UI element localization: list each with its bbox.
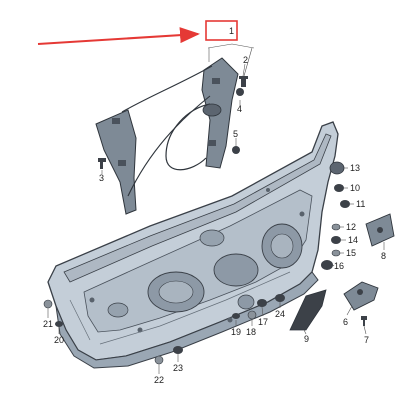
callout-18: 18 [246, 327, 256, 337]
highlight-box [205, 20, 238, 41]
module-8 [365, 213, 395, 247]
callout-4: 4 [237, 104, 242, 114]
callout-15: 15 [346, 248, 356, 258]
callout-labels: 1 2 3 4 5 6 7 8 9 10 11 12 13 14 15 16 1… [43, 26, 386, 385]
clip-22 [154, 355, 164, 365]
plug-19 [232, 313, 240, 319]
callout-24: 24 [275, 309, 285, 319]
clip-24 [275, 294, 285, 302]
callout-16: 16 [334, 261, 344, 271]
grommet-13 [329, 161, 345, 175]
bolt-2 [239, 76, 248, 87]
callout-19: 19 [231, 327, 241, 337]
callout-9: 9 [304, 334, 309, 344]
clip-12 [331, 223, 341, 231]
callout-7: 7 [364, 335, 369, 345]
callout-3: 3 [99, 173, 104, 183]
screw-7 [361, 316, 367, 326]
callout-23: 23 [173, 363, 183, 373]
callout-6: 6 [343, 317, 348, 327]
clip-4 [236, 88, 244, 96]
callout-22: 22 [154, 375, 164, 385]
screw-5 [232, 146, 240, 154]
clip-18 [247, 310, 257, 320]
callout-17: 17 [258, 317, 268, 327]
leader-lines [47, 63, 385, 374]
grommet-11 [340, 200, 350, 208]
callout-20: 20 [54, 335, 64, 345]
pointer-arrow [37, 27, 200, 45]
door-inner-panel [47, 121, 339, 369]
callout-8: 8 [381, 251, 386, 261]
clip-21 [43, 299, 53, 309]
grommet-16 [321, 260, 333, 270]
callout-2: 2 [243, 55, 248, 65]
screw-3 [98, 158, 106, 169]
callout-5: 5 [233, 129, 238, 139]
grommet-17 [257, 299, 267, 307]
clip-15 [331, 249, 341, 257]
plug-23 [173, 346, 183, 354]
bracket-drop-right [243, 47, 253, 77]
callout-13: 13 [350, 163, 360, 173]
callout-1: 1 [229, 26, 234, 36]
plug-20 [55, 321, 63, 327]
hardware-parts [43, 76, 395, 365]
window-regulator [95, 57, 239, 215]
assembly-bracket [207, 43, 255, 49]
cap-10 [334, 184, 344, 192]
callout-12: 12 [346, 222, 356, 232]
grommet-14 [331, 236, 341, 244]
cover-9 [289, 289, 327, 331]
callout-11: 11 [356, 199, 365, 209]
lock-motor-6 [343, 281, 379, 311]
callout-10: 10 [350, 183, 360, 193]
callout-21: 21 [43, 319, 53, 329]
callout-14: 14 [348, 235, 358, 245]
